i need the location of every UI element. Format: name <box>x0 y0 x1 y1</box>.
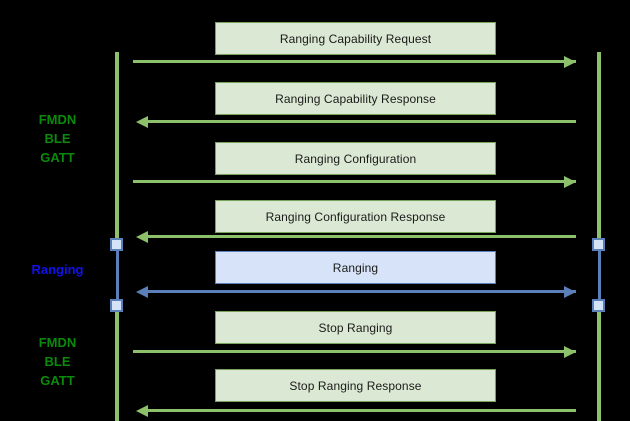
lifeline-left-lower <box>115 308 119 421</box>
phase-label-fmdn-top: FMDN BLE GATT <box>38 112 77 165</box>
lifeline-right-lower <box>597 308 601 421</box>
message-arrow-line-3 <box>133 180 576 183</box>
message-arrow-head-left-7 <box>136 404 148 417</box>
message-arrow-line-6 <box>133 350 576 353</box>
message-arrow-line-7 <box>148 409 576 412</box>
message-arrow-head-left-2 <box>136 115 148 128</box>
message-arrow-head-right-5 <box>564 285 576 298</box>
message-arrow-line-2 <box>148 120 576 123</box>
message-box-stop-ranging[interactable]: Stop Ranging <box>215 311 496 344</box>
message-box-ranging[interactable]: Ranging <box>215 251 496 284</box>
message-arrow-head-left-4 <box>136 230 148 243</box>
message-arrow-head-right-6 <box>564 345 576 358</box>
phase-label-fmdn-bottom: FMDN BLE GATT <box>38 335 77 388</box>
lifeline-right-upper <box>597 52 601 244</box>
message-box-stop-ranging-response[interactable]: Stop Ranging Response <box>215 369 496 402</box>
message-box-ranging-capability-response[interactable]: Ranging Capability Response <box>215 82 496 115</box>
activation-node-right-start <box>592 238 605 251</box>
lifeline-left-ranging <box>116 244 119 312</box>
lifeline-left-upper <box>115 52 119 244</box>
message-arrow-line-1 <box>133 60 576 63</box>
message-box-ranging-capability-request[interactable]: Ranging Capability Request <box>215 22 496 55</box>
message-box-ranging-configuration-response[interactable]: Ranging Configuration Response <box>215 200 496 233</box>
activation-node-left-start <box>110 238 123 251</box>
message-arrow-head-right-3 <box>564 175 576 188</box>
message-arrow-head-left-5 <box>136 285 148 298</box>
message-arrow-line-4 <box>148 235 576 238</box>
message-arrow-line-5 <box>148 290 576 293</box>
activation-node-right-end <box>592 299 605 312</box>
lifeline-right-ranging <box>598 244 601 312</box>
message-arrow-head-right-1 <box>564 55 576 68</box>
phase-label-ranging: Ranging <box>31 262 84 277</box>
activation-node-left-end <box>110 299 123 312</box>
message-box-ranging-configuration[interactable]: Ranging Configuration <box>215 142 496 175</box>
